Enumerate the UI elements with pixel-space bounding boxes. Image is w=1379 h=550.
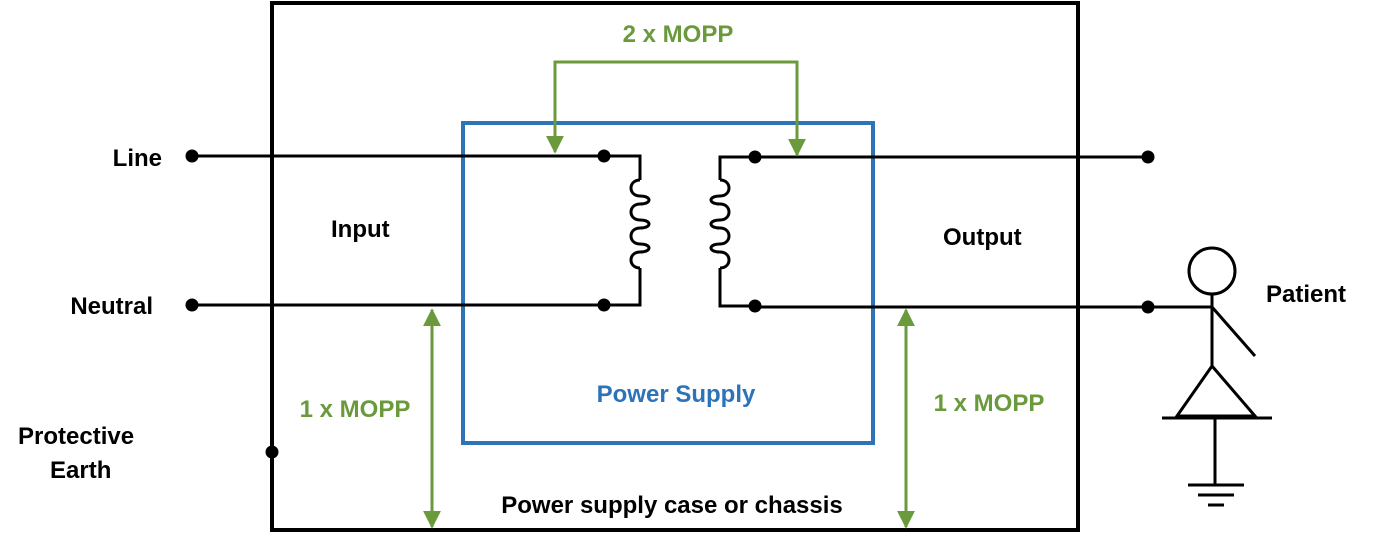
output-lower-terminal [1141, 300, 1155, 314]
neutral-terminal [185, 298, 199, 312]
patient-label: Patient [1266, 281, 1346, 308]
power-supply-label: Power Supply [597, 381, 756, 408]
mopp-right-label: 1 x MOPP [934, 390, 1045, 417]
protective-earth-label-line1: Protective [18, 423, 134, 450]
mopp-top-label: 2 x MOPP [623, 21, 734, 48]
output-label: Output [943, 224, 1022, 251]
chassis-box [270, 1, 1080, 532]
line-terminal [185, 149, 199, 163]
power-supply-box [461, 121, 875, 445]
case-label: Power supply case or chassis [501, 492, 843, 519]
line-label: Line [113, 145, 162, 172]
patient-figure [1162, 246, 1272, 484]
protective-earth-terminal [265, 445, 279, 459]
protective-earth-label-line2: Earth [50, 457, 111, 484]
ground-icon [1188, 483, 1244, 507]
input-label: Input [331, 216, 390, 243]
mopp-left-label: 1 x MOPP [300, 396, 411, 423]
transformer-secondary-coil [709, 150, 762, 313]
transformer-primary-coil [597, 149, 651, 312]
mopp-top-bracket [546, 60, 806, 157]
neutral-label: Neutral [70, 293, 153, 320]
output-upper-terminal [1141, 150, 1155, 164]
